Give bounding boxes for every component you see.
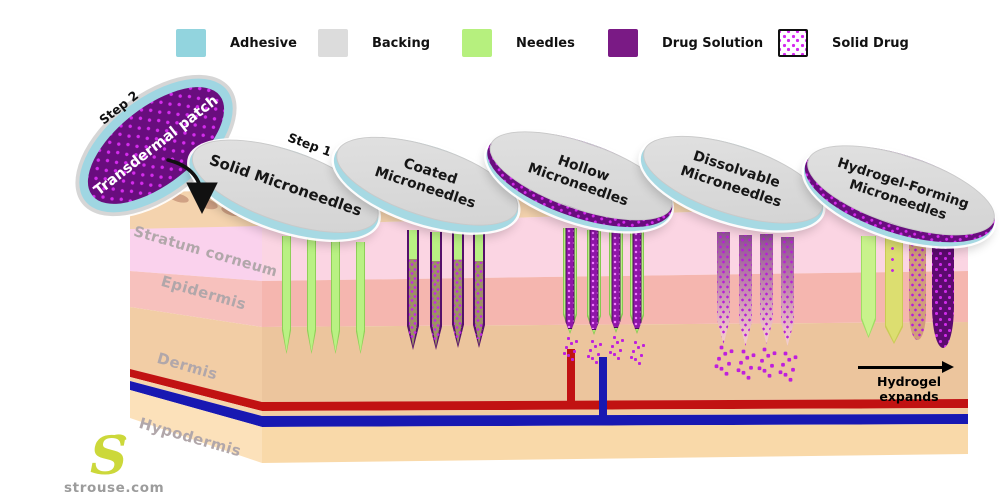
hydrogel-microneedle-full [932, 242, 954, 348]
dissolving-drug-dots [719, 345, 724, 350]
front-face-vessel-blue [262, 414, 968, 427]
legend-item-solid-drug: Solid Drug [778, 29, 909, 57]
legend-label: Solid Drug [832, 35, 909, 51]
solid-microneedle [307, 238, 316, 354]
legend-item-drug-solution: Drug Solution [608, 29, 763, 57]
hydrogel-microneedle-dry [861, 236, 876, 338]
drug-droplets [634, 341, 637, 344]
dissolving-drug-dots [741, 349, 746, 354]
apply-patch-arrow [166, 158, 218, 214]
hydrogel-expands-label: Hydrogel expands [876, 374, 942, 404]
coated-microneedle [452, 231, 464, 348]
legend-label: Needles [516, 35, 575, 51]
front-face-hypodermis [262, 424, 968, 463]
hydrogel-expands-arrow [858, 366, 942, 369]
drug-coating-dots [432, 261, 440, 341]
backing-swatch [318, 29, 348, 57]
legend-item-backing: Backing [318, 29, 430, 57]
drug-solution-swatch [608, 29, 638, 57]
needles-swatch [462, 29, 492, 57]
drug-channel [632, 231, 642, 329]
hydrogel-microneedle-expanded [909, 240, 926, 340]
dissolvable-microneedle [760, 234, 773, 344]
solid-microneedle [282, 236, 291, 354]
front-face-vessel-red [262, 399, 968, 411]
coated-microneedle [430, 232, 442, 350]
left-face-gap [130, 377, 262, 416]
svg-text:S: S [90, 430, 128, 482]
strouse-logo: S [90, 430, 128, 482]
drug-channel [589, 230, 599, 330]
drug-coating-dots [475, 261, 483, 339]
watermark-text: strouse.com [64, 480, 165, 496]
hollow-microneedle [587, 230, 601, 335]
drug-droplets [567, 337, 570, 340]
left-face-stratum-corneum [130, 222, 262, 281]
drug-coating-dots [409, 260, 417, 341]
hollow-microneedle [630, 231, 644, 334]
drug-coating-dots [454, 260, 462, 339]
capillary-blue [599, 357, 607, 421]
left-face-hypodermis [130, 390, 262, 463]
dissolvable-microneedle [781, 237, 794, 346]
coated-microneedle [407, 230, 419, 350]
front-face-dermis [262, 322, 968, 402]
legend-label: Backing [372, 35, 431, 51]
drug-channel [611, 229, 621, 328]
hydrogel-microneedle-swelling [885, 238, 903, 344]
capillary-red [567, 349, 575, 406]
hollow-microneedle [563, 228, 577, 334]
drug-droplets [591, 340, 594, 343]
legend-item-adhesive: Adhesive [176, 29, 297, 57]
coated-microneedle [473, 233, 485, 348]
left-face-vessel-blue [130, 381, 262, 427]
left-face-epidermis [130, 271, 262, 327]
drug-droplets [613, 336, 616, 339]
solid-microneedle [331, 240, 340, 354]
dissolving-drug-dots [783, 351, 788, 356]
solid-microneedle [356, 242, 365, 354]
hollow-microneedle [609, 229, 623, 333]
legend-item-needles: Needles [462, 29, 575, 57]
drug-dots [888, 243, 900, 277]
legend-label: Adhesive [230, 35, 297, 51]
dissolvable-microneedle [739, 235, 752, 346]
dissolvable-microneedle [717, 232, 730, 344]
drug-channel [565, 228, 575, 329]
legend-label: Drug Solution [662, 35, 764, 51]
dissolving-drug-dots [762, 347, 767, 352]
adhesive-swatch [176, 29, 206, 57]
left-face-vessel-red [130, 369, 262, 411]
solid-drug-swatch [778, 29, 808, 57]
hydrogel-expands-arrowhead [942, 361, 954, 373]
left-face-dermis [130, 307, 262, 402]
front-face-gap [262, 408, 968, 416]
